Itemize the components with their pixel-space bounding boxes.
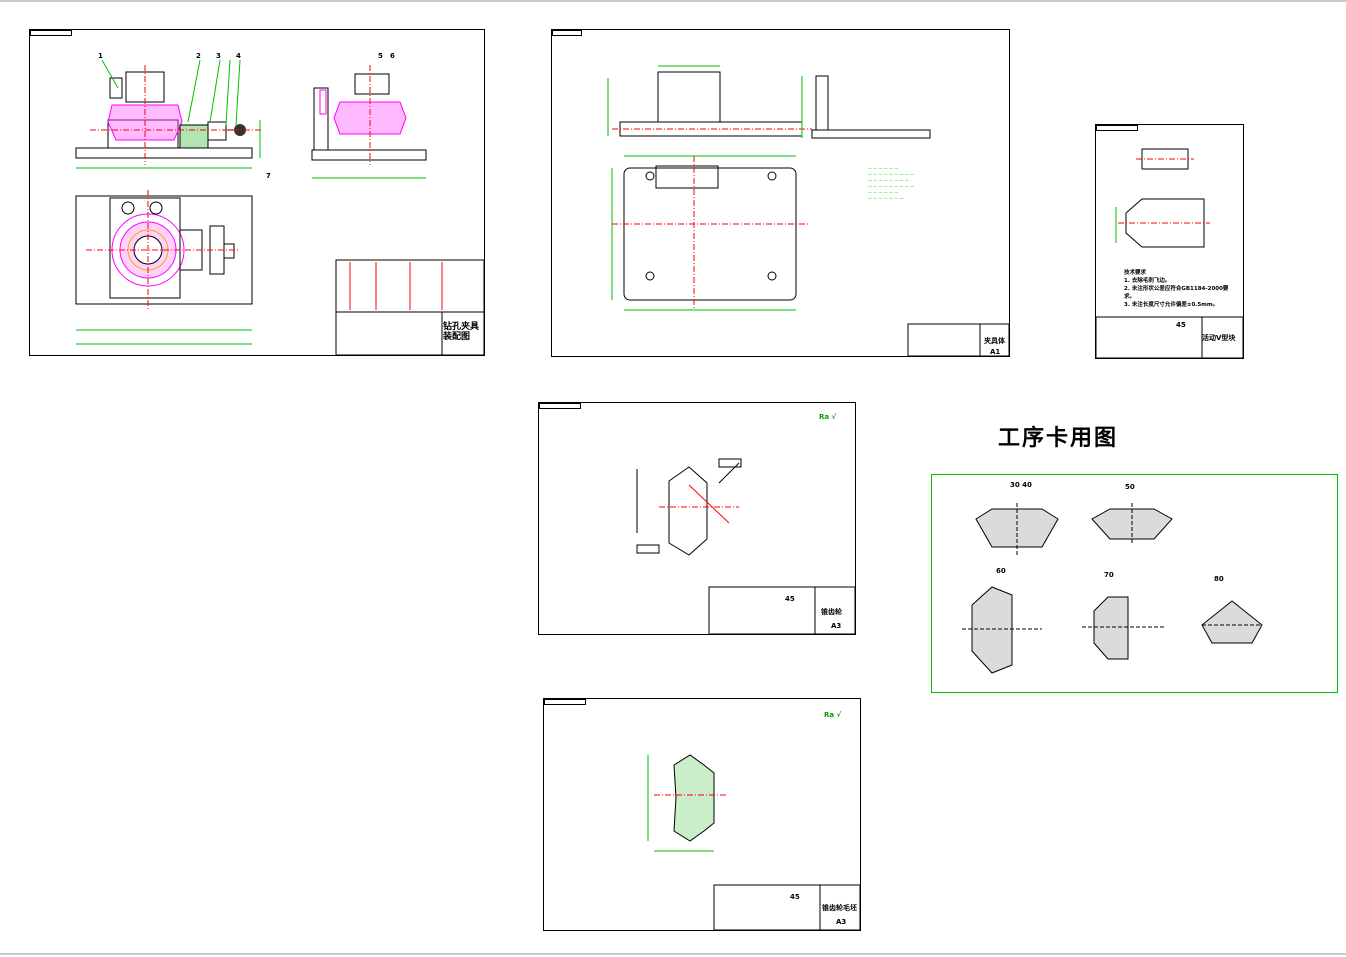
sheet4-size: A3 — [831, 622, 842, 630]
part-number-1: 1 — [98, 52, 103, 60]
sheet4-title: 锥齿轮 — [821, 608, 842, 616]
sheet1-title: 钻孔夹具装配图 — [443, 322, 480, 342]
sheet4-material: 45 — [785, 595, 795, 603]
bottom-divider — [0, 953, 1346, 955]
top-divider — [0, 0, 1346, 2]
process-step-70: 70 — [1104, 571, 1114, 579]
gear-blank-graphic — [647, 754, 860, 930]
note-heading: 技术要求 — [1124, 270, 1147, 276]
process-step-50: 50 — [1125, 483, 1135, 491]
sheet-gear-blank[interactable]: Ra √ 45 锥齿轮毛坯 A3 — [543, 698, 861, 931]
sheet-v-block[interactable]: 技术要求 1. 去除毛刺飞边。 2. 未注形状公差应符合GB1184-2000要… — [1095, 124, 1244, 359]
sheet2-notes-graphic: — — — — — —— — — — — — — — —— — — — — — … — [868, 166, 915, 201]
process-card-heading: 工序卡用图 — [998, 426, 1119, 451]
sheet-corner-tag — [1096, 125, 1138, 131]
process-step-60: 60 — [996, 567, 1006, 575]
v-block-notes: 技术要求 1. 去除毛刺飞边。 2. 未注形状公差应符合GB1184-2000要… — [1124, 269, 1236, 309]
sheet2-size: A1 — [990, 348, 1001, 356]
part-number-3: 3 — [216, 52, 221, 60]
bevel-gear-graphic — [636, 458, 855, 634]
part-number-4: 4 — [236, 52, 241, 60]
process-step-80: 80 — [1214, 575, 1224, 583]
sheet-fixture-body[interactable]: — — — — — —— — — — — — — — —— — — — — — … — [551, 29, 1010, 357]
sheet-corner-tag — [544, 699, 586, 705]
sheet5-title: 锥齿轮毛坯 — [822, 904, 857, 912]
sheet-corner-tag — [539, 403, 581, 409]
sheet-assembly-drawing[interactable]: 1 2 3 4 5 6 7 钻孔夹具装配图 — [29, 29, 485, 356]
part-number-2: 2 — [196, 52, 201, 60]
sheet5-material: 45 — [790, 893, 800, 901]
v-block-graphic — [1096, 148, 1243, 358]
note-3: 3. 未注长度尺寸允许偏差±0.5mm。 — [1124, 302, 1219, 308]
process-step-30-40: 30 40 — [1010, 481, 1032, 489]
assembly-drawing-graphic — [75, 59, 484, 355]
sheet-bevel-gear[interactable]: Ra √ 45 锥齿轮 A3 — [538, 402, 856, 635]
part-number-5: 5 — [378, 52, 383, 60]
sheet4-roughness: Ra √ — [819, 413, 837, 421]
sheet3-material: 45 — [1176, 321, 1186, 329]
part-number-7: 7 — [266, 172, 271, 180]
process-card-graphic — [962, 503, 1263, 674]
sheet-corner-tag — [30, 30, 72, 36]
note-1: 1. 去除毛刺飞边。 — [1124, 278, 1171, 284]
note-2: 2. 未注形状公差应符合GB1184-2000要求。 — [1124, 286, 1229, 300]
part-number-6: 6 — [390, 52, 395, 60]
sheet-corner-tag — [552, 30, 582, 36]
fixture-body-graphic — [607, 65, 1009, 356]
sheet5-size: A3 — [836, 918, 847, 926]
sheet2-title: 夹具体 — [984, 337, 1005, 345]
sheet5-roughness: Ra √ — [824, 711, 842, 719]
sheet3-title: 活动V型块 — [1202, 334, 1236, 342]
process-card-box[interactable]: 30 40 50 60 70 80 — [931, 474, 1338, 693]
